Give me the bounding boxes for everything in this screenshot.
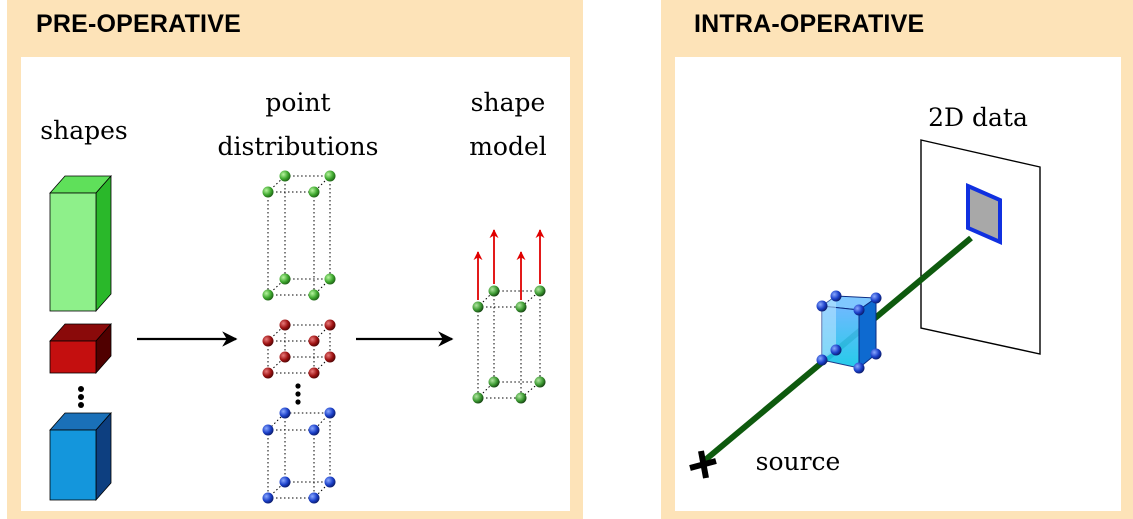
green-shape-box — [49, 174, 112, 313]
shape-model-points — [472, 285, 546, 404]
source-label: source — [756, 447, 841, 476]
red-point-distribution — [267, 324, 332, 374]
intra-operative-content — [675, 57, 1121, 511]
shapes-label: shapes — [40, 116, 127, 145]
distributions-label: distributions — [218, 132, 379, 161]
red-shape-box — [49, 322, 112, 375]
detector-plane — [920, 139, 1041, 355]
red-points — [262, 319, 336, 379]
green-points — [262, 170, 336, 301]
shape-model-frame — [477, 290, 542, 399]
cube-object — [820, 295, 878, 370]
blue-shape-box — [49, 411, 112, 502]
intra-operative-title: INTRA-OPERATIVE — [694, 10, 925, 38]
cube-vertices — [816, 290, 882, 374]
shape-model-arrows — [473, 229, 545, 300]
projection-patch — [966, 182, 1002, 246]
blue-points — [262, 407, 336, 504]
pre-operative-title: PRE-OPERATIVE — [36, 10, 241, 38]
distribution-ellipsis — [295, 383, 301, 405]
model-label: model — [469, 132, 547, 161]
shape-label: shape — [471, 88, 546, 117]
point-label: point — [265, 88, 330, 117]
2d-data-label: 2D data — [928, 103, 1028, 132]
green-point-distribution — [267, 175, 332, 296]
ellipsis-dots — [78, 386, 84, 408]
blue-point-distribution — [267, 412, 332, 499]
source-cross-icon — [689, 450, 717, 479]
